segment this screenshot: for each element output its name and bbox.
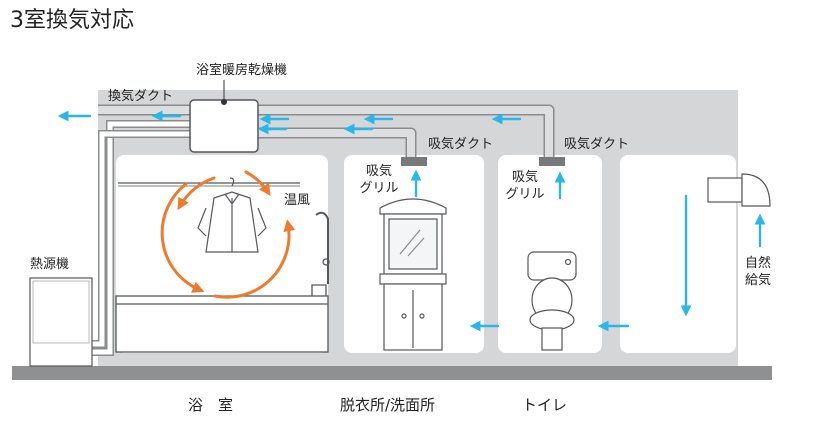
intake-duct (258, 104, 555, 160)
shower-icon (315, 211, 329, 284)
heat-source-unit (29, 277, 93, 367)
grille-label-washroom-line1: 吸気 (365, 164, 392, 179)
page-title: 3室換気対応 (10, 8, 134, 33)
warm-air-label: 温風 (284, 193, 311, 208)
shirt-icon (197, 177, 267, 253)
bathroom-fixtures (115, 182, 330, 353)
mirror-icon (388, 218, 438, 270)
intake-grille-washroom (401, 157, 427, 166)
room-label-toilet: トイレ (522, 396, 568, 414)
vanity-unit (379, 198, 447, 351)
natural-intake-line2: 給気 (744, 272, 771, 288)
toilet-icon (527, 251, 577, 351)
room-label-washroom: 脱衣所/洗面所 (340, 396, 436, 414)
grille-label-toilet: 吸気 グリル (502, 170, 548, 204)
floor-slab (12, 366, 772, 380)
grille-label-washroom-line2: グリル (359, 180, 399, 196)
natural-intake-line1: 自然 (744, 256, 771, 271)
exhaust-duct-label: 換気ダクト (108, 89, 174, 104)
natural-intake-label: 自然 給気 (738, 256, 778, 290)
unit-label: 浴室暖房乾燥機 (196, 63, 288, 78)
intake-grille-toilet (539, 157, 565, 166)
warm-air-circulation-icon (160, 170, 296, 299)
grille-label-washroom: 吸気 グリル (356, 164, 402, 198)
intake-duct-label-2: 吸気ダクト (564, 137, 630, 152)
vent-hood-icon (707, 173, 771, 207)
intake-duct-label-1: 吸気ダクト (428, 137, 494, 152)
exhaust-duct (92, 104, 192, 356)
room-label-bathroom: 浴 室 (188, 396, 234, 414)
room-hall (620, 155, 736, 353)
heat-source-label: 熱源機 (30, 257, 70, 272)
grille-label-toilet-line2: グリル (505, 186, 545, 202)
grille-label-toilet-line1: 吸気 (511, 170, 538, 185)
airflow-arrow-icon (57, 110, 766, 332)
